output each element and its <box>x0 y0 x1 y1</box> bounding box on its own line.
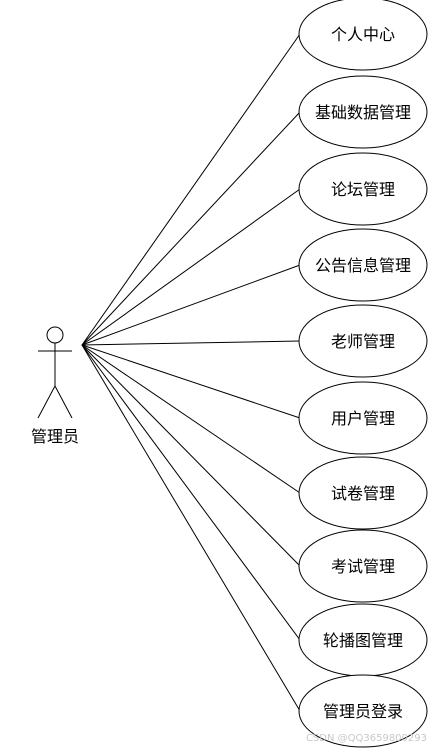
use-case: 考试管理 <box>298 529 428 603</box>
association-line <box>81 111 301 346</box>
use-case: 轮播图管理 <box>298 603 428 677</box>
use-case: 试卷管理 <box>298 456 428 530</box>
use-case-label: 基础数据管理 <box>315 103 411 122</box>
use-case-label: 轮播图管理 <box>323 631 403 650</box>
use-case-ellipse <box>298 381 428 455</box>
association-line <box>81 340 301 346</box>
use-case-label: 用户管理 <box>331 409 395 428</box>
watermark: CSDN @QQ3659800293 <box>305 733 427 744</box>
association-line <box>81 344 301 419</box>
use-case-label: 个人中心 <box>331 25 395 44</box>
association-line <box>81 344 301 494</box>
actor-admin: 管理员 <box>31 326 79 446</box>
association-line <box>81 344 301 641</box>
use-case: 论坛管理 <box>298 152 428 226</box>
actor-head <box>46 326 64 344</box>
association-line <box>81 188 301 346</box>
actor-left-leg <box>37 385 56 419</box>
use-case-ellipse <box>298 75 428 149</box>
use-case: 管理员登录 <box>298 674 428 748</box>
association-line <box>81 344 301 567</box>
actor-label: 管理员 <box>31 427 79 446</box>
actor-right-leg <box>54 385 73 419</box>
use-case-label: 论坛管理 <box>331 180 395 199</box>
use-cases: 个人中心基础数据管理论坛管理公告信息管理老师管理用户管理试卷管理考试管理轮播图管… <box>298 0 428 748</box>
association-line <box>81 33 301 346</box>
use-case-ellipse <box>298 0 428 71</box>
use-case-label: 试卷管理 <box>331 484 395 503</box>
use-case-label: 管理员登录 <box>323 702 403 721</box>
use-case: 公告信息管理 <box>298 228 428 302</box>
use-case-ellipse <box>298 228 428 302</box>
use-case-ellipse <box>298 152 428 226</box>
use-case: 老师管理 <box>298 304 428 378</box>
association-lines <box>81 33 301 712</box>
use-case-ellipse <box>298 304 428 378</box>
use-case: 基础数据管理 <box>298 75 428 149</box>
use-case-ellipse <box>298 674 428 748</box>
use-case: 用户管理 <box>298 381 428 455</box>
association-line <box>81 264 301 346</box>
use-case-label: 考试管理 <box>331 557 395 576</box>
use-case-label: 老师管理 <box>331 332 395 351</box>
use-case: 个人中心 <box>298 0 428 71</box>
use-case-ellipse <box>298 529 428 603</box>
use-case-label: 公告信息管理 <box>315 256 411 275</box>
use-case-ellipse <box>298 456 428 530</box>
association-line <box>81 344 301 712</box>
